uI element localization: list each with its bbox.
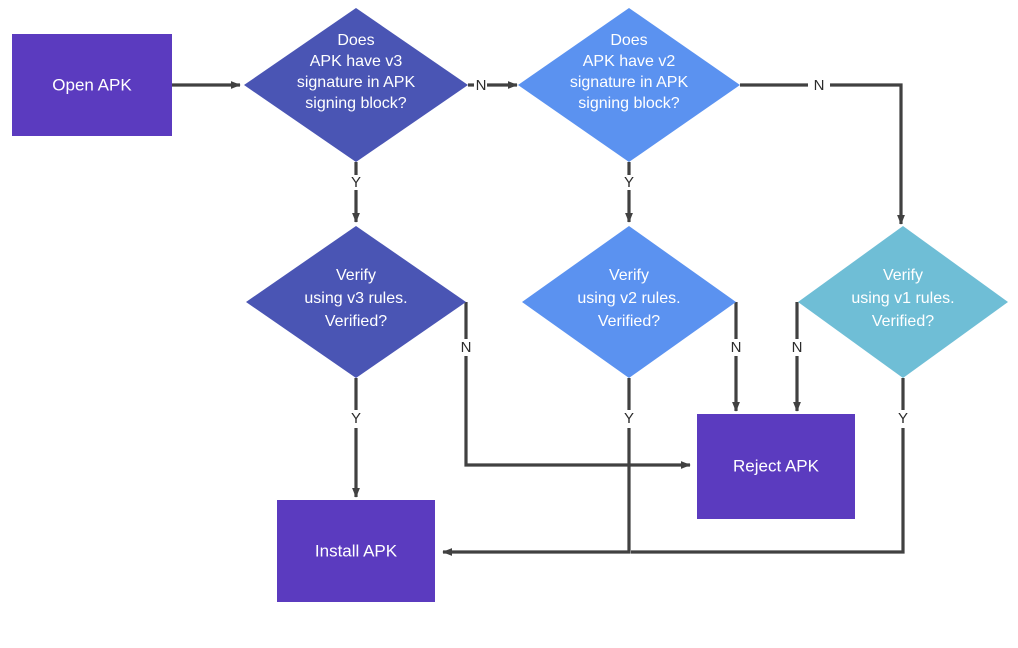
node-has-v2-line-1: Does bbox=[610, 32, 647, 49]
edge-hasv3-no-to-hasv2: N bbox=[468, 77, 518, 94]
node-verify-v2-line-1: Verify bbox=[609, 267, 649, 284]
node-install-apk-label: Install APK bbox=[315, 541, 398, 560]
node-verify-v3-line-3: Verified? bbox=[325, 313, 387, 330]
node-verify-v3-line-2: using v3 rules. bbox=[304, 290, 407, 307]
node-has-v3-line-4: signing block? bbox=[305, 95, 407, 112]
node-verify-v2-line-3: Verified? bbox=[598, 313, 660, 330]
node-has-v2-line-4: signing block? bbox=[578, 95, 680, 112]
edge-label-hasv2-no: N bbox=[814, 77, 825, 94]
node-verify-v1-line-2: using v1 rules. bbox=[851, 290, 954, 307]
edge-label-verifyv2-no: N bbox=[731, 339, 742, 356]
node-verify-v1-line-1: Verify bbox=[883, 267, 923, 284]
node-verify-v3-line-1: Verify bbox=[336, 267, 376, 284]
node-verify-v2-line-2: using v2 rules. bbox=[577, 290, 680, 307]
node-verify-v3[interactable]: Verify using v3 rules. Verified? bbox=[246, 226, 466, 378]
edge-hasv2-yes-to-verifyv2: Y bbox=[624, 162, 634, 223]
edge-label-verifyv1-yes: Y bbox=[898, 410, 908, 427]
node-reject-apk[interactable]: Reject APK bbox=[697, 414, 855, 519]
node-has-v3-line-3: signature in APK bbox=[297, 74, 416, 91]
node-reject-apk-label: Reject APK bbox=[733, 456, 820, 475]
edge-hasv3-yes-to-verifyv3: Y bbox=[351, 162, 361, 223]
edge-label-verifyv2-yes: Y bbox=[624, 410, 634, 427]
node-open-apk[interactable]: Open APK bbox=[12, 34, 172, 136]
edge-label-hasv2-yes: Y bbox=[624, 174, 634, 191]
node-install-apk[interactable]: Install APK bbox=[277, 500, 435, 602]
node-has-v3-line-2: APK have v3 bbox=[310, 53, 403, 70]
node-has-v3-line-1: Does bbox=[337, 32, 374, 49]
edge-verifyv1-no-to-reject: N bbox=[792, 302, 803, 412]
node-open-apk-label: Open APK bbox=[52, 75, 132, 94]
edge-label-hasv3-yes: Y bbox=[351, 174, 361, 191]
edge-label-verifyv3-no: N bbox=[461, 339, 472, 356]
edge-hasv2-no-to-verifyv1: N bbox=[740, 77, 905, 225]
edge-verifyv1-yes-to-install: Y bbox=[631, 378, 908, 554]
node-has-v2-signature[interactable]: Does APK have v2 signature in APK signin… bbox=[518, 8, 740, 162]
node-verify-v2[interactable]: Verify using v2 rules. Verified? bbox=[522, 226, 736, 378]
edge-label-verifyv1-no: N bbox=[792, 339, 803, 356]
edge-verifyv2-yes-to-install: Y bbox=[442, 378, 634, 556]
edge-verifyv3-yes-to-install: Y bbox=[351, 378, 361, 498]
node-has-v2-line-3: signature in APK bbox=[570, 74, 689, 91]
edge-verifyv3-no-to-reject: N bbox=[461, 302, 691, 469]
edge-verifyv2-no-to-reject: N bbox=[731, 302, 742, 412]
node-has-v2-line-2: APK have v2 bbox=[583, 53, 676, 70]
node-has-v3-signature[interactable]: Does APK have v3 signature in APK signin… bbox=[244, 8, 468, 162]
node-verify-v1[interactable]: Verify using v1 rules. Verified? bbox=[798, 226, 1008, 378]
edge-label-hasv3-no: N bbox=[476, 77, 487, 94]
edge-label-verifyv3-yes: Y bbox=[351, 410, 361, 427]
node-verify-v1-line-3: Verified? bbox=[872, 313, 934, 330]
